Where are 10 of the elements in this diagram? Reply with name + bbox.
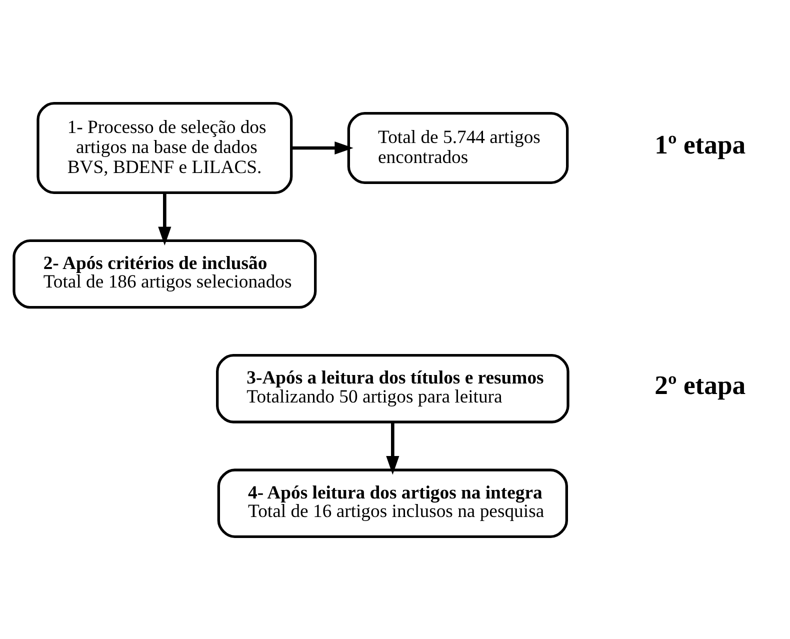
- node-box: 3-Após a leitura dos títulos e resumos Totalizando 50 artigos para leitura: [216, 354, 570, 423]
- node-box: 1- Processo de seleção dos artigos na base de dados BVS, BDENF e LILACS.: [36, 102, 293, 194]
- label: 2º etapa: [654, 370, 746, 400]
- node-box: 2- Após critérios de inclusão Total de 186 artigos selecionados: [12, 238, 317, 308]
- arrow: [292, 140, 354, 154]
- node-box: 4- Após leitura dos artigos na integra Total de 16 artigos inclusos na pesquisa: [217, 468, 568, 538]
- arrow: [158, 192, 172, 245]
- label: 1º etapa: [654, 128, 746, 159]
- arrow: [386, 422, 400, 474]
- node-box: Total de 5.744 artigos encontrados: [347, 112, 569, 184]
